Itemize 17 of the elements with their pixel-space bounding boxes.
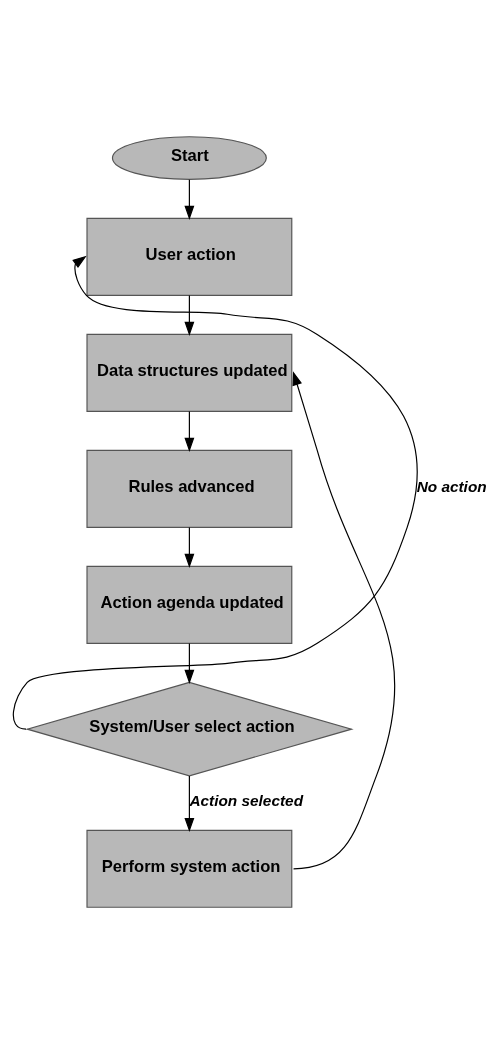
node-diamond: System/User select action [25,681,354,777]
arrow [184,775,195,833]
node-ellipse: Start [111,136,267,180]
arrow [12,255,418,730]
arrow [292,371,396,870]
arrow [184,526,195,568]
node-box: User action [86,217,293,296]
edge-label: No action [416,477,487,495]
node-box: Perform system action [86,829,293,908]
arrow [184,643,195,684]
arrow [184,295,195,336]
edge-label: Action selected [189,791,304,809]
arrow [184,411,195,452]
arrow [184,179,195,220]
node-box: Data structures updated [86,333,293,412]
node-box: Rules advanced [86,449,293,528]
node-box: Action agenda updated [86,565,293,644]
